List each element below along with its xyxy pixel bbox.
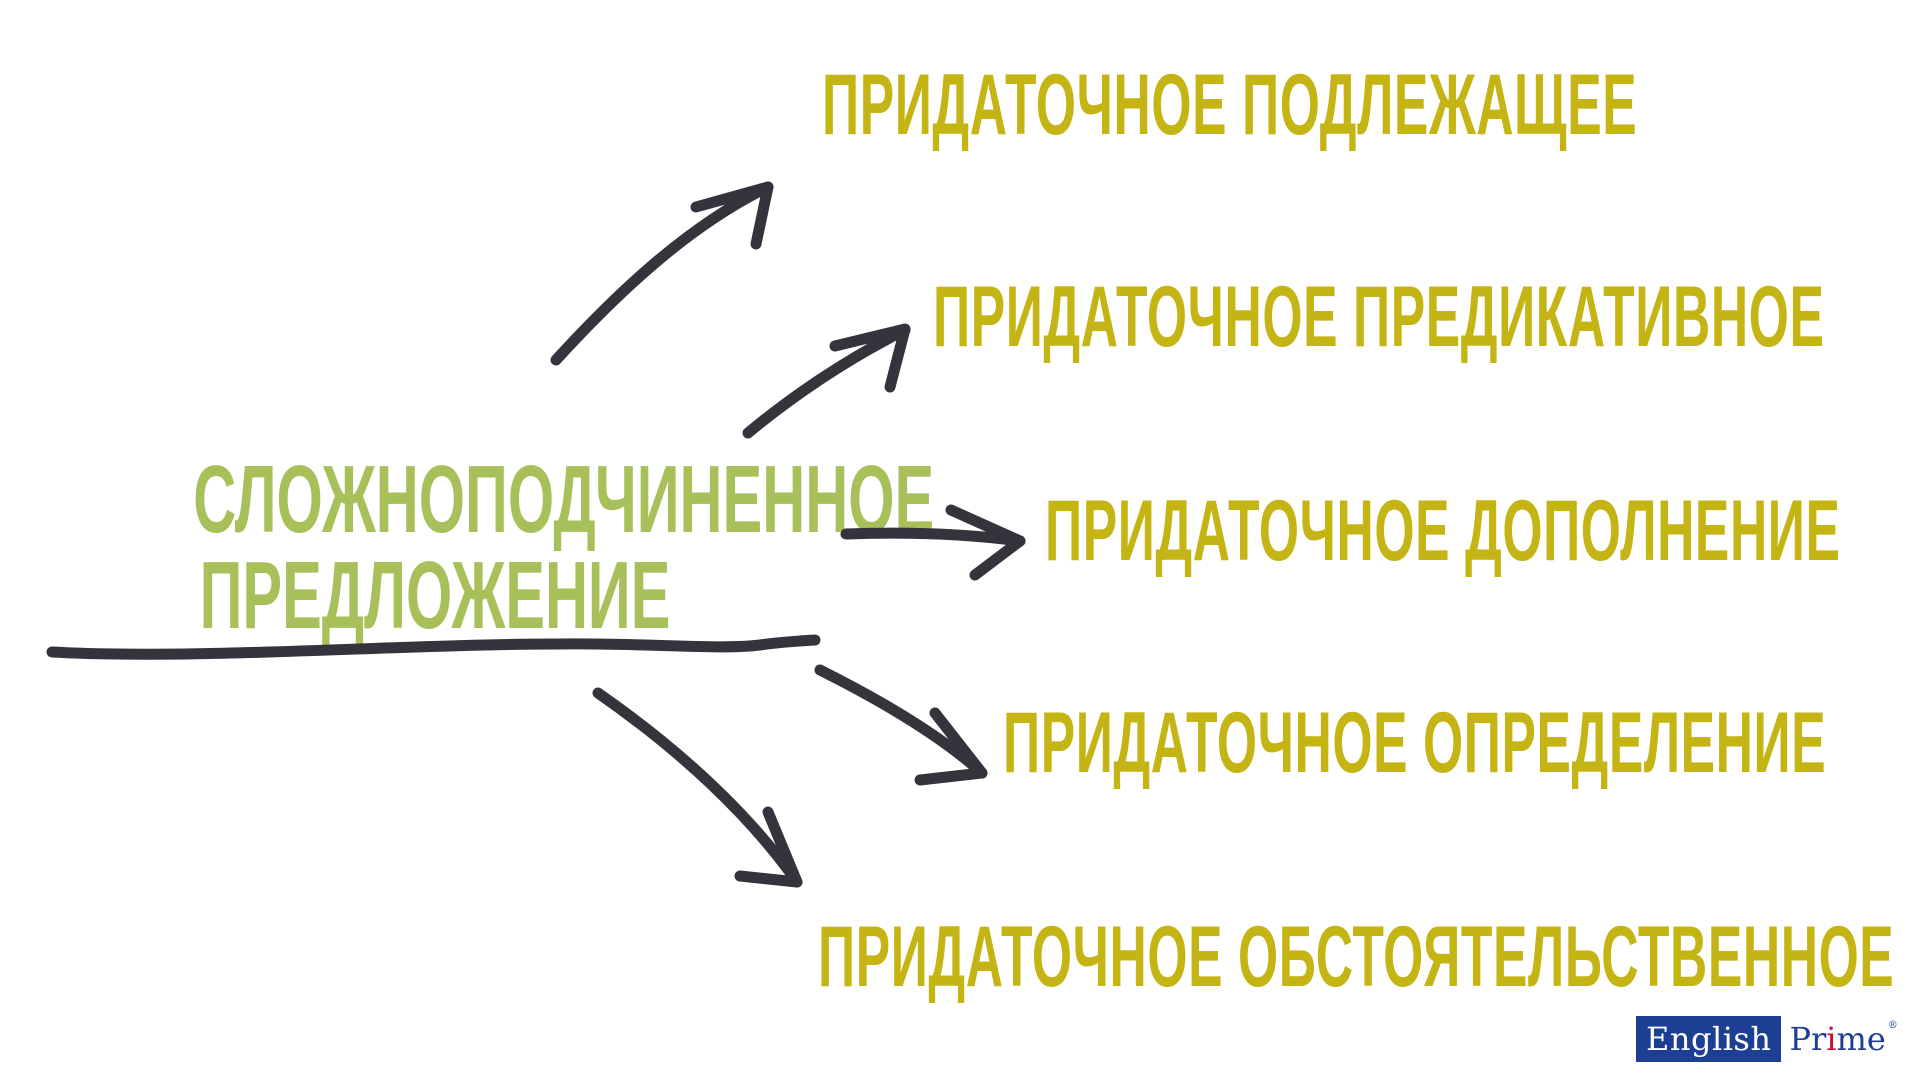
arrow-icon-1 (550, 181, 774, 366)
logo-prime-text: Prime® (1789, 1020, 1897, 1058)
registered-mark-icon: ® (1887, 1020, 1898, 1031)
main-underline (46, 634, 821, 660)
logo-english-box: English (1636, 1016, 1782, 1062)
arrow-icon-3 (840, 504, 1026, 581)
branch-label-predicative-clause: ПРИДАТОЧНОЕ ПРЕДИКАТИВНОЕ (933, 269, 1825, 365)
branch-label-subject-clause: ПРИДАТОЧНОЕ ПОДЛЕЖАЩЕЕ (822, 57, 1638, 153)
english-prime-logo: English Prime® (1636, 1016, 1898, 1062)
arrow-icon-4 (814, 664, 988, 786)
logo-prime-part-1: Pr (1789, 1020, 1827, 1058)
arrow-icon-5 (592, 687, 803, 888)
branch-label-adverbial-clause: ПРИДАТОЧНОЕ ОБСТОЯТЕЛЬСТВЕННОЕ (818, 909, 1895, 1005)
branch-label-object-clause: ПРИДАТОЧНОЕ ДОПОЛНЕНИЕ (1045, 483, 1841, 579)
branch-label-attributive-clause: ПРИДАТОЧНОЕ ОПРЕДЕЛЕНИЕ (1003, 695, 1827, 791)
logo-prime-red-i: i (1826, 1020, 1837, 1058)
main-concept: СЛОЖНОПОДЧИНЕННОЕ ПРЕДЛОЖЕНИЕ (45, 452, 934, 649)
main-concept-line-2: ПРЕДЛОЖЕНИЕ (199, 542, 671, 649)
arrow-icon-2 (742, 323, 911, 439)
logo-prime-part-2: me (1836, 1020, 1886, 1058)
